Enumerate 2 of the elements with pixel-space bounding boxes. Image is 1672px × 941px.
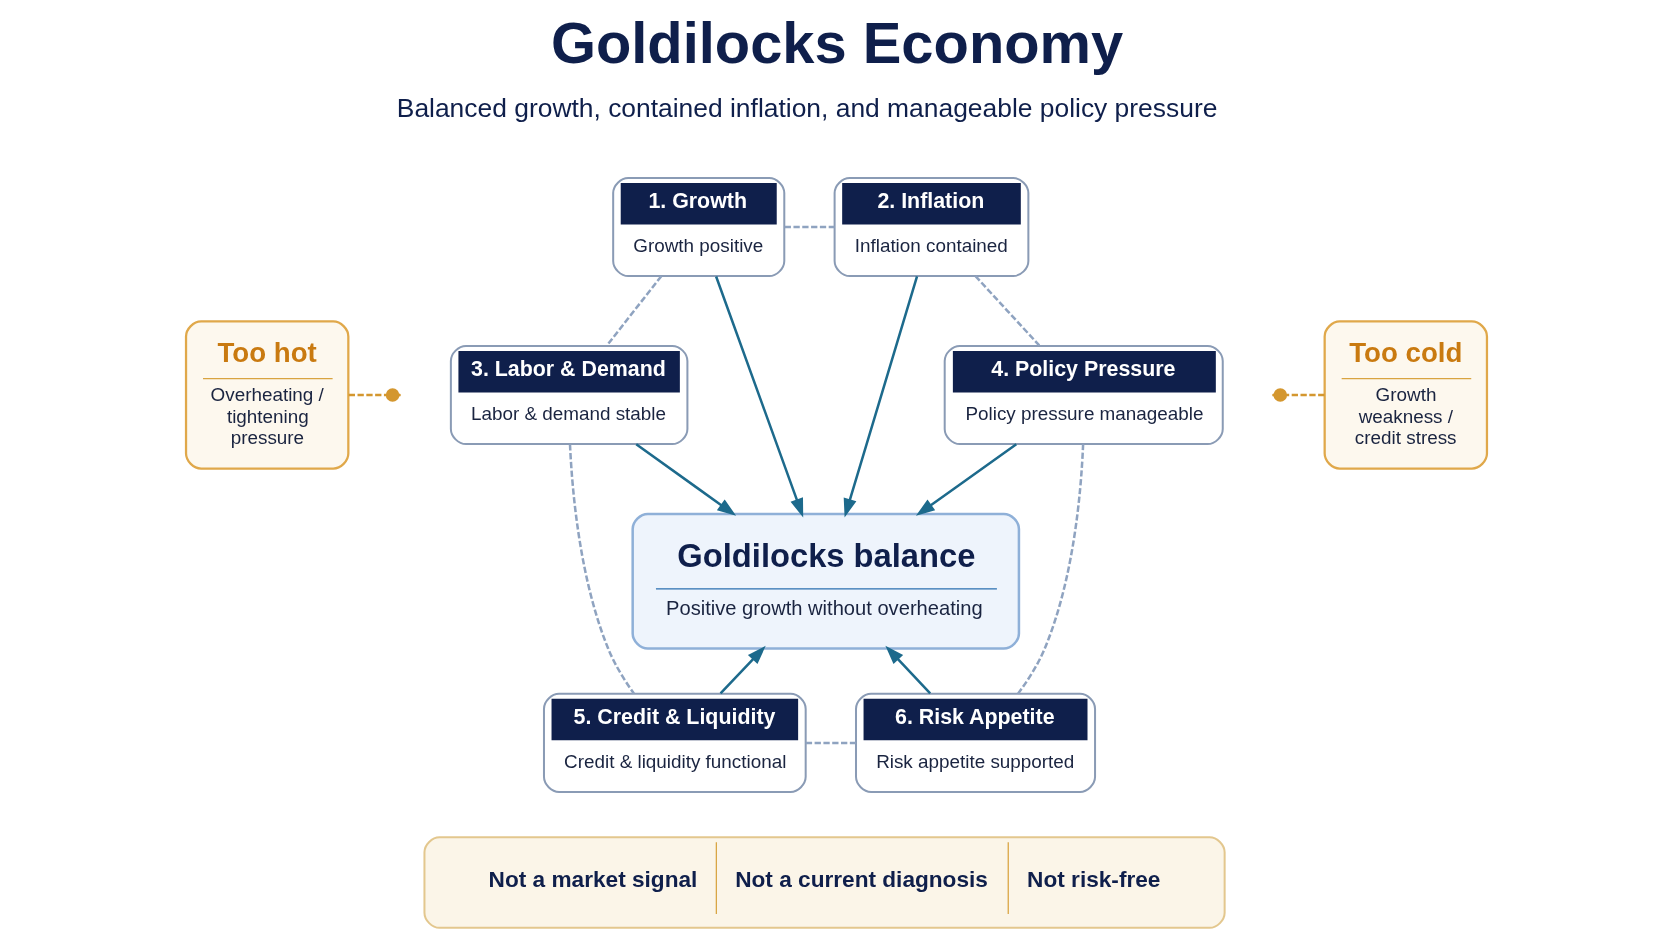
- diagram-title: Goldilocks Economy: [550, 11, 1123, 76]
- label: Balanced growth, contained inflation, and manageable policy pressure: [396, 92, 1217, 123]
